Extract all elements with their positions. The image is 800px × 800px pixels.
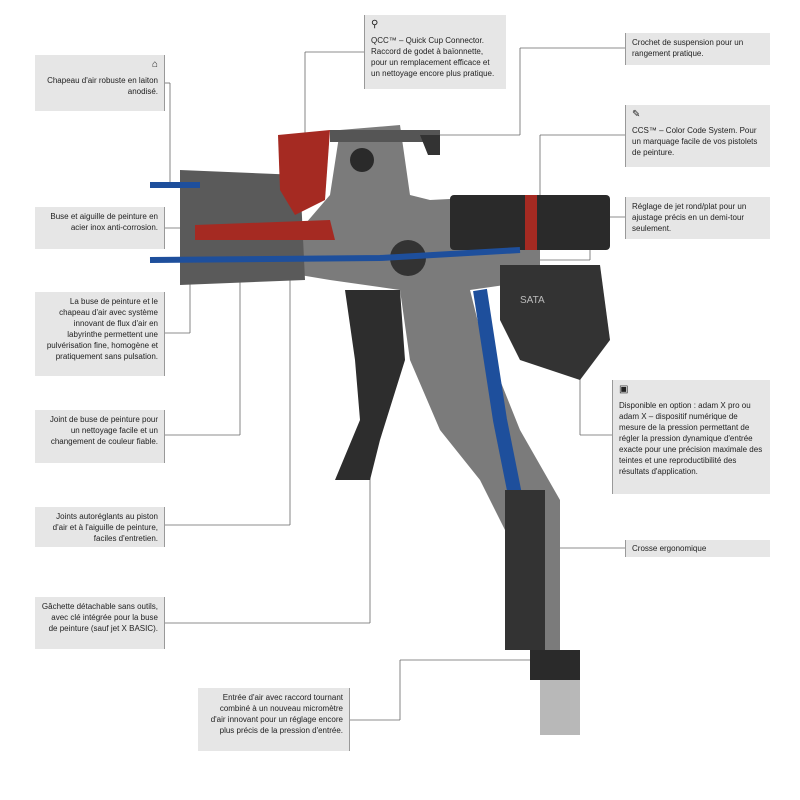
callout-nozzle-seal: Joint de buse de peinture pour un nettoy… bbox=[35, 410, 165, 463]
callout-text: La buse de peinture et le chapeau d'air … bbox=[46, 297, 158, 361]
callout-text: Crosse ergonomique bbox=[632, 544, 707, 553]
callout-air-inlet: Entrée d'air avec raccord tournant combi… bbox=[198, 688, 350, 751]
gun-body bbox=[149, 125, 610, 735]
adam-icon: ▣ bbox=[619, 384, 629, 395]
brand-label: SATA bbox=[520, 295, 545, 306]
qcc-icon: ⚲ bbox=[371, 19, 379, 30]
callout-round-flat: Réglage de jet rond/plat pour un ajustag… bbox=[625, 197, 770, 239]
leader-lines bbox=[165, 47, 625, 721]
air-cap-icon: ⌂ bbox=[151, 59, 158, 70]
callout-text: Chapeau d'air robuste en laiton anodisé. bbox=[47, 76, 158, 96]
callout-text: Joints autoréglants au piston d'air et à… bbox=[52, 512, 158, 543]
callout-text: Réglage de jet rond/plat pour un ajustag… bbox=[632, 202, 747, 233]
callout-self-adjusting-seals: Joints autoréglants au piston d'air et à… bbox=[35, 507, 165, 547]
callout-text: Disponible en option : adam X pro ou ada… bbox=[619, 401, 763, 476]
callout-ccs: ✎ CCS™ – Color Code System. Pour un marqu… bbox=[625, 105, 770, 167]
callout-text: Buse et aiguille de peinture en acier in… bbox=[50, 212, 158, 232]
callout-text: CCS™ – Color Code System. Pour un marqua… bbox=[632, 126, 758, 157]
callout-trigger: Gâchette détachable sans outils, avec cl… bbox=[35, 597, 165, 649]
callout-text: QCC™ – Quick Cup Connector. Raccord de g… bbox=[371, 36, 495, 78]
callout-text: Entrée d'air avec raccord tournant combi… bbox=[210, 693, 343, 735]
callout-text: Gâchette détachable sans outils, avec cl… bbox=[41, 602, 158, 633]
callout-adam: ▣ Disponible en option : adam X pro ou ad… bbox=[612, 380, 770, 494]
callout-grip: Crosse ergonomique bbox=[625, 540, 770, 557]
callout-nozzle-needle: Buse et aiguille de peinture en acier in… bbox=[35, 207, 165, 249]
callout-labyrinth: La buse de peinture et le chapeau d'air … bbox=[35, 292, 165, 376]
callout-text: Joint de buse de peinture pour un nettoy… bbox=[49, 415, 158, 446]
callout-air-cap: ⌂ Chapeau d'air robuste en laiton anodisé… bbox=[35, 55, 165, 111]
ccs-icon: ✎ bbox=[632, 109, 641, 120]
callout-qcc: ⚲ QCC™ – Quick Cup Connector. Raccord de … bbox=[364, 15, 506, 89]
callout-hook: Crochet de suspension pour un rangement … bbox=[625, 33, 770, 65]
callout-text: Crochet de suspension pour un rangement … bbox=[632, 38, 744, 58]
